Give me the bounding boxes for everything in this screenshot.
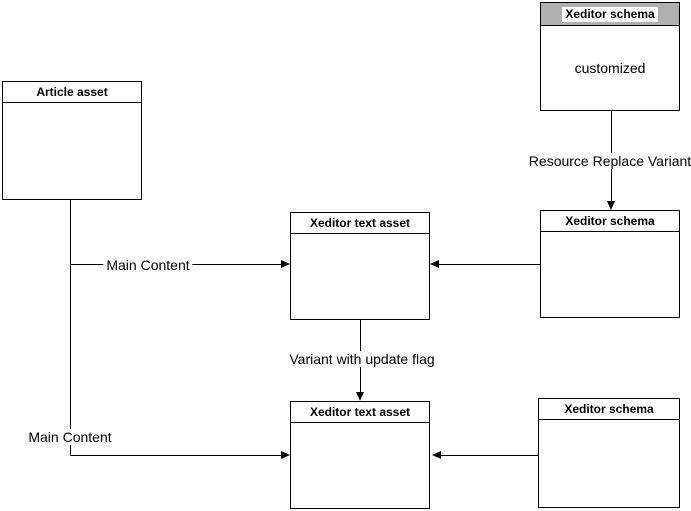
node-xeditor-text-asset-bottom-title: Xeditor text asset [291, 402, 429, 423]
node-xeditor-text-asset-middle: Xeditor text asset [290, 212, 430, 320]
edge-schema-bottom-line [441, 455, 538, 456]
node-xeditor-text-asset-bottom-body [291, 423, 429, 508]
node-xeditor-schema-bottom-body [539, 420, 679, 507]
node-xeditor-text-asset-middle-title: Xeditor text asset [291, 213, 429, 234]
node-article-asset-title: Article asset [3, 82, 141, 103]
node-xeditor-schema-middle: Xeditor schema [540, 210, 680, 318]
node-xeditor-schema-middle-body [541, 232, 679, 317]
arrowhead-schema-middle-icon [430, 260, 439, 268]
node-xeditor-schema-bottom-title: Xeditor schema [539, 399, 679, 420]
arrowhead-main-content-middle-icon [281, 260, 290, 268]
edge-label-main-content-middle: Main Content [103, 257, 193, 273]
edge-main-content-bottom-line [70, 455, 282, 456]
arrowhead-main-content-bottom-icon [281, 451, 290, 459]
edge-schema-middle-line [439, 264, 540, 265]
node-xeditor-schema-customized-header: Xeditor schema [541, 3, 679, 26]
arrowhead-schema-bottom-icon [432, 451, 441, 459]
arrowhead-variant-update-icon [356, 392, 364, 401]
node-xeditor-schema-customized-body: customized [574, 60, 646, 76]
node-xeditor-schema-bottom: Xeditor schema [538, 398, 680, 508]
node-xeditor-schema-customized-title: Xeditor schema [562, 6, 658, 22]
edge-label-main-content-bottom: Main Content [25, 429, 115, 445]
node-xeditor-schema-customized: Xeditor schema customized [540, 2, 680, 111]
node-article-asset: Article asset [2, 81, 142, 200]
edge-article-to-bottom-line [70, 200, 71, 455]
node-xeditor-schema-middle-title: Xeditor schema [541, 211, 679, 232]
node-xeditor-text-asset-bottom: Xeditor text asset [290, 401, 430, 509]
node-article-asset-body [3, 103, 141, 199]
arrowhead-resource-replace-icon [607, 201, 615, 210]
edge-label-resource-replace-variant: Resource Replace Variant [525, 153, 691, 169]
node-xeditor-text-asset-middle-body [291, 234, 429, 319]
edge-label-variant-with-update-flag: Variant with update flag [286, 351, 438, 367]
